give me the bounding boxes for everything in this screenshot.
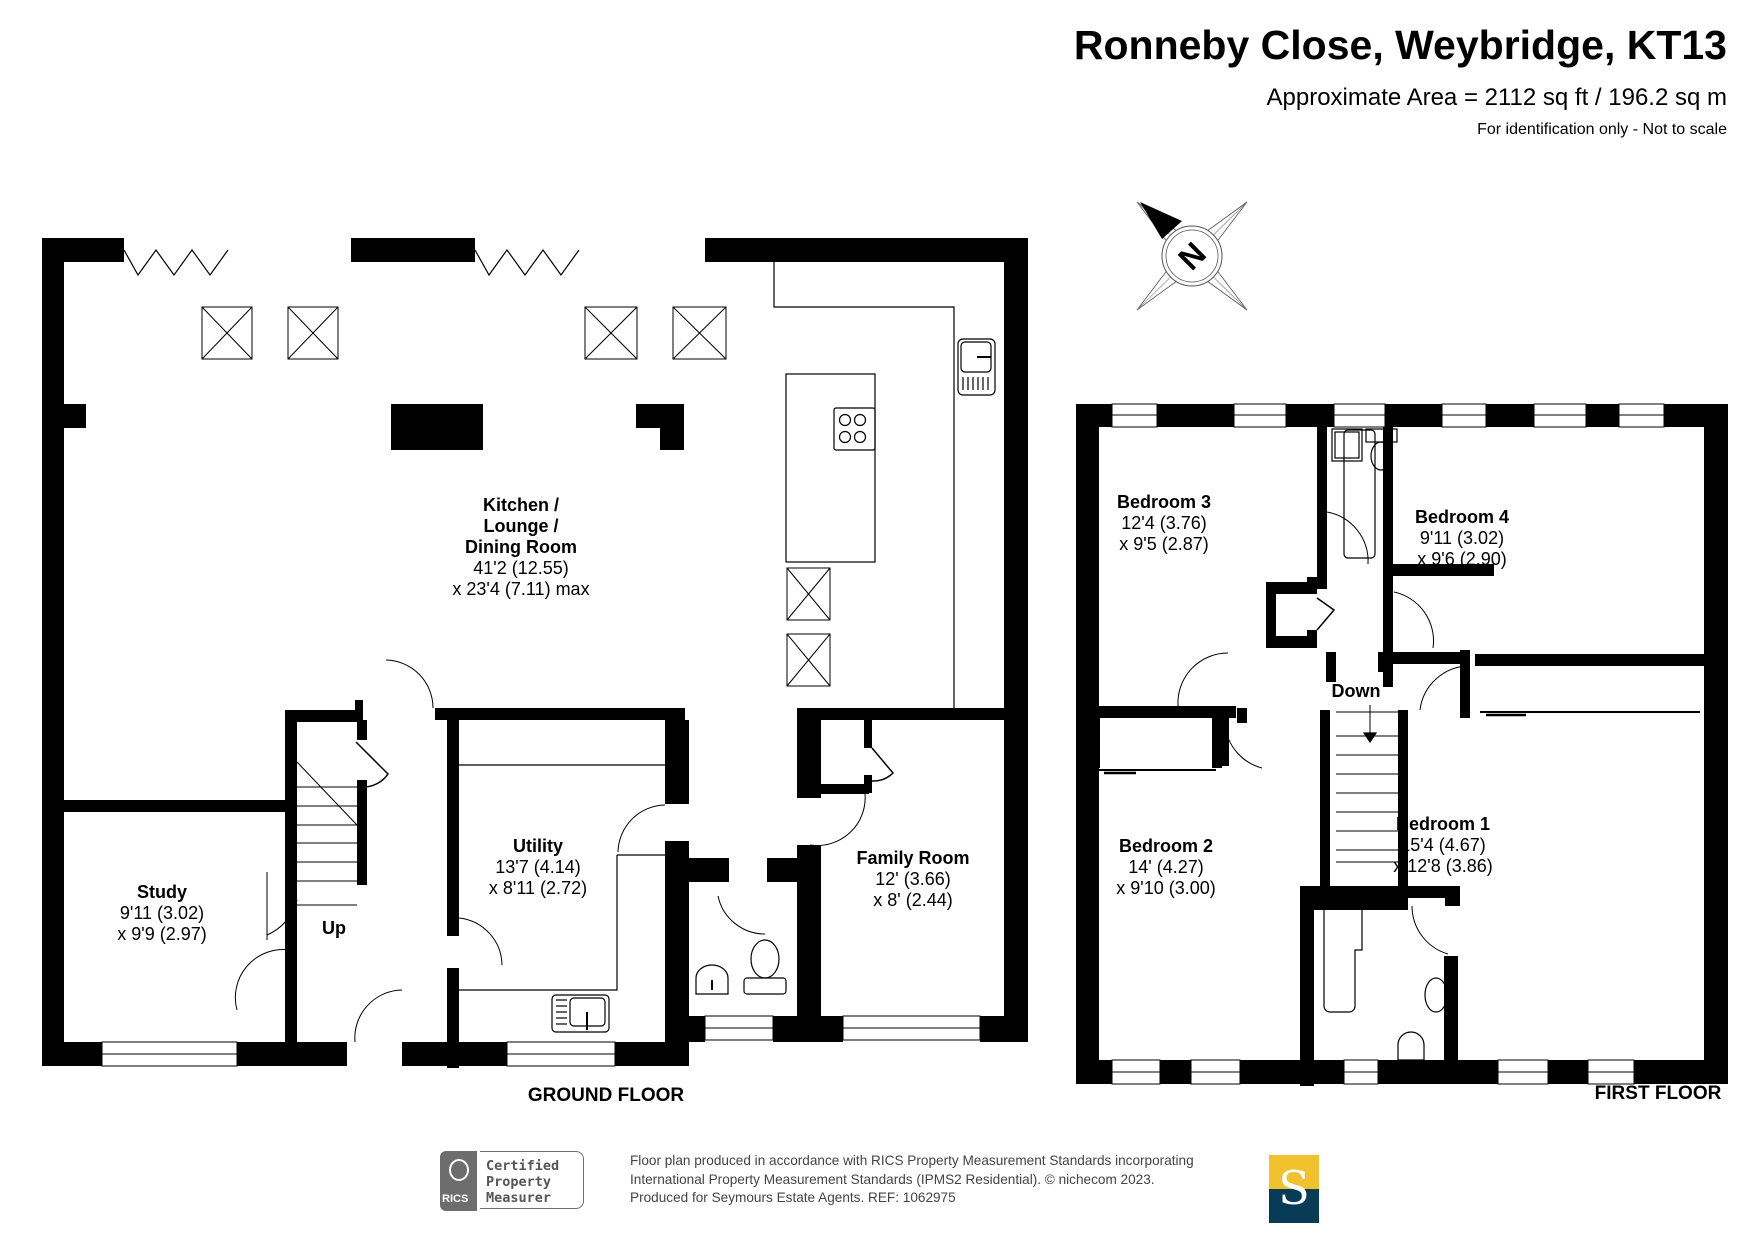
bifold-door-icon xyxy=(474,248,580,277)
room-label-bedroom-4: Bedroom 4 9'11 (3.02) x 9'6 (2.90) xyxy=(1415,507,1509,569)
skylight-icon xyxy=(672,306,727,360)
room-dimension: 14' (4.27) xyxy=(1128,857,1203,877)
first-floor-walls xyxy=(1076,404,1728,1086)
room-name: Dining Room xyxy=(465,537,577,557)
approximate-area: Approximate Area = 2112 sq ft / 196.2 sq… xyxy=(1266,84,1728,111)
first-floor-label: FIRST FLOOR xyxy=(1595,1083,1722,1104)
basin-icon xyxy=(695,964,729,995)
toilet-icon xyxy=(1424,977,1448,1013)
basin-icon xyxy=(1331,428,1363,462)
skylight-icon xyxy=(786,633,831,687)
hob-icon xyxy=(833,407,876,451)
window-icon xyxy=(704,1015,774,1041)
skylight-icon xyxy=(786,567,831,621)
seymours-logo: S xyxy=(1269,1155,1319,1223)
stair-up-label: Up xyxy=(322,918,346,938)
room-dimension: x 8' (2.44) xyxy=(873,890,952,910)
rics-logo-text: RICS xyxy=(442,1193,469,1205)
bifold-door-icon xyxy=(123,248,229,277)
rics-logo: RICS xyxy=(440,1151,477,1211)
ground-floor-walls xyxy=(42,238,1028,1068)
window-icon xyxy=(506,1041,616,1067)
staircase-icon xyxy=(1336,705,1398,863)
room-name: Bedroom 4 xyxy=(1415,507,1509,527)
room-dimension: 9'11 (3.02) xyxy=(120,903,204,923)
room-label-utility: Utility 13'7 (4.14) x 8'11 (2.72) xyxy=(489,836,587,898)
room-dimension: x 23'4 (7.11) max xyxy=(452,579,589,599)
first-floor-fittings xyxy=(1098,403,1700,1085)
badge-line: Measurer xyxy=(486,1190,552,1206)
ground-floor-labels: Kitchen / Lounge / Dining Room 41'2 (12.… xyxy=(117,495,969,1106)
badge-line: Property xyxy=(486,1174,552,1190)
window-icon xyxy=(1190,1059,1241,1085)
basin-icon xyxy=(1397,1031,1425,1061)
window-icon xyxy=(1233,403,1287,428)
property-title: Ronneby Close, Weybridge, KT13 xyxy=(1073,22,1727,68)
window-icon xyxy=(1111,1059,1161,1085)
room-name: Family Room xyxy=(856,848,969,868)
badge-line: Certified xyxy=(486,1158,560,1174)
room-dimension: x 9'5 (2.87) xyxy=(1119,534,1208,554)
window-icon xyxy=(1587,1059,1635,1085)
room-label-family-room: Family Room 12' (3.66) x 8' (2.44) xyxy=(856,848,969,910)
rics-lion-icon xyxy=(449,1159,469,1181)
room-dimension: x 12'8 (3.86) xyxy=(1393,856,1493,876)
footer-disclaimer: Floor plan produced in accordance with R… xyxy=(630,1152,1194,1208)
window-icon xyxy=(1497,1059,1549,1085)
sink-icon xyxy=(957,338,996,396)
room-dimension: 13'7 (4.14) xyxy=(495,857,581,877)
sink-icon xyxy=(551,994,610,1033)
scale-disclaimer: For identification only - Not to scale xyxy=(1477,121,1727,138)
window-icon xyxy=(1111,403,1158,428)
footer-line: International Property Measurement Stand… xyxy=(630,1171,1155,1187)
toilet-icon xyxy=(743,939,787,995)
window-icon xyxy=(1618,403,1665,428)
room-label-bedroom-3: Bedroom 3 12'4 (3.76) x 9'5 (2.87) xyxy=(1117,492,1211,554)
room-dimension: x 9'6 (2.90) xyxy=(1417,549,1506,569)
staircase-icon xyxy=(266,761,358,940)
room-dimension: 15'4 (4.67) xyxy=(1400,835,1486,855)
stair-down-label: Down xyxy=(1332,681,1381,701)
room-dimension: x 8'11 (2.72) xyxy=(489,878,587,898)
footer-line: Produced for Seymours Estate Agents. REF… xyxy=(630,1190,956,1205)
room-dimension: 12'4 (3.76) xyxy=(1121,513,1207,533)
arrow-down-icon xyxy=(1362,732,1378,744)
room-name: Kitchen / xyxy=(483,495,559,515)
room-name: Utility xyxy=(513,836,563,856)
window-icon xyxy=(842,1015,981,1041)
room-dimension: 12' (3.66) xyxy=(875,869,950,889)
toilet-icon xyxy=(1365,428,1398,471)
room-name: Bedroom 1 xyxy=(1396,814,1490,834)
bath-icon xyxy=(1343,429,1376,559)
compass-icon: N xyxy=(1136,201,1248,311)
window-icon xyxy=(1533,403,1587,428)
rics-badge: RICS Certified Property Measurer xyxy=(440,1151,624,1211)
window-icon xyxy=(1343,1059,1379,1085)
room-name: Lounge / xyxy=(484,516,559,536)
window-icon xyxy=(1333,403,1386,428)
room-name: Study xyxy=(137,882,187,902)
ground-floor-label: GROUND FLOOR xyxy=(528,1085,684,1106)
room-label-study: Study 9'11 (3.02) x 9'9 (2.97) xyxy=(117,882,206,944)
room-dimension: 41'2 (12.55) xyxy=(473,558,569,578)
room-label-bedroom-1: Bedroom 1 15'4 (4.67) x 12'8 (3.86) xyxy=(1393,814,1493,876)
room-name: Bedroom 3 xyxy=(1117,492,1211,512)
room-label-kitchen-lounge-dining: Kitchen / Lounge / Dining Room 41'2 (12.… xyxy=(452,495,589,599)
room-dimension: 9'11 (3.02) xyxy=(1420,528,1504,548)
window-icon xyxy=(101,1041,238,1067)
room-label-bedroom-2: Bedroom 2 14' (4.27) x 9'10 (3.00) xyxy=(1116,836,1216,898)
bath-icon xyxy=(1323,904,1363,1013)
window-icon xyxy=(1441,403,1487,428)
certified-property-measurer-badge: Certified Property Measurer xyxy=(480,1151,584,1209)
skylight-icon xyxy=(201,306,253,360)
first-floor-labels: Bedroom 3 12'4 (3.76) x 9'5 (2.87) Bedro… xyxy=(1116,492,1721,1104)
ground-floor-fittings xyxy=(101,248,996,1067)
footer-line: Floor plan produced in accordance with R… xyxy=(630,1153,1194,1168)
room-dimension: x 9'9 (2.97) xyxy=(117,924,206,944)
room-name: Bedroom 2 xyxy=(1119,836,1213,856)
brand-letter: S xyxy=(1278,1161,1310,1215)
skylight-icon xyxy=(287,306,339,360)
room-dimension: x 9'10 (3.00) xyxy=(1116,878,1216,898)
skylight-icon xyxy=(584,306,638,360)
